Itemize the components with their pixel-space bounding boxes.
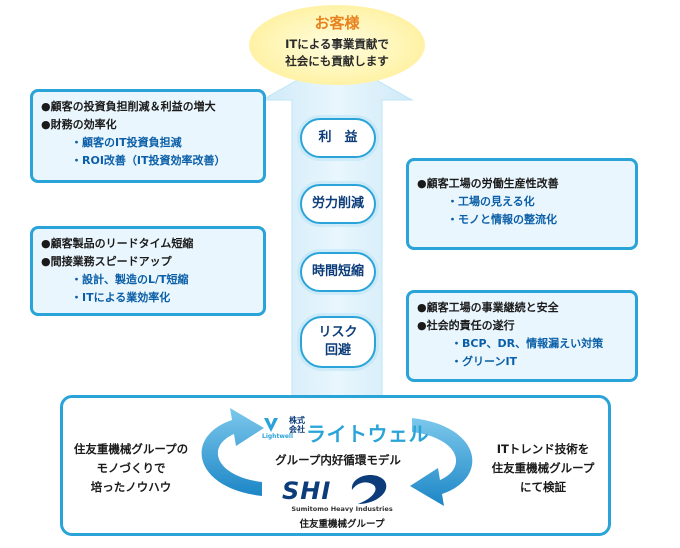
box-risk-main2: ●社会的責任の遂行	[417, 319, 515, 332]
pillar-profit-label: 利 益	[318, 130, 358, 145]
pillar-profit: 利 益	[300, 118, 376, 158]
left-cycle-arrow-front	[201, 408, 264, 496]
pillar-labor-label: 労力削減	[311, 196, 364, 211]
customer-subtitle: ITによる事業貢献で 社会にも貢献します	[262, 36, 412, 70]
box-risk-main1: ●顧客工場の事業継続と安全	[417, 301, 559, 314]
box-time: ●顧客製品のリードタイム短縮 ●間接業務スピードアップ ・設計、製造のL/T短縮…	[30, 226, 266, 316]
pillar-labor-reduction: 労力削減	[300, 184, 376, 224]
shi-japanese-name: 住友重機械グループ	[299, 519, 385, 530]
box-labor: ●顧客工場の労働生産性改善 ・工場の見える化 ・モノと情報の整流化	[406, 158, 638, 250]
box-risk: ●顧客工場の事業継続と安全 ●社会的責任の遂行 ・BCP、DR、情報漏えい対策 …	[406, 290, 638, 382]
customer-oval	[249, 5, 425, 85]
box-profit-main2: ●財務の効率化	[41, 118, 117, 131]
group-cycle-box	[60, 395, 611, 536]
left-knowhow-line2: モノづくりで	[96, 461, 166, 475]
lightwell-v-mark-front	[264, 418, 278, 432]
box-risk-sub1: ・BCP、DR、情報漏えい対策	[451, 337, 604, 350]
lightwell-logo: ライトウェル	[306, 422, 429, 446]
cycle-model-label: グループ内好循環モデル	[275, 453, 401, 467]
lightwell-mark-text: Lightwell	[262, 433, 294, 440]
box-time-sub1: ・設計、製造のL/T短縮	[71, 273, 189, 286]
box-labor-sub2: ・モノと情報の整流化	[447, 213, 557, 226]
right-verification-line3: にて検証	[520, 480, 566, 494]
shi-english-name: Sumitomo Heavy Industries	[291, 505, 393, 513]
box-profit: ●顧客の投資負担削減＆利益の増大 ●財務の効率化 ・顧客のIT投資負担減 ・RO…	[30, 89, 266, 183]
pillar-risk-avoidance: リスク 回避	[300, 316, 376, 368]
box-time-main1: ●顧客製品のリードタイム短縮	[41, 237, 194, 250]
box-profit-sub1: ・顧客のIT投資負担減	[71, 136, 182, 149]
box-profit-main1: ●顧客の投資負担削減＆利益の増大	[41, 100, 216, 113]
shi-swoosh-mark-front	[351, 475, 387, 504]
customer-subtitle-line2: 社会にも貢献します	[285, 54, 389, 68]
pillar-risk-label-line2: 回避	[324, 343, 351, 358]
box-time-sub2: ・ITによる業効率化	[71, 291, 171, 304]
box-labor-main1: ●顧客工場の労働生産性改善	[417, 177, 559, 190]
left-knowhow-text: 住友重機械グループの モノづくりで 培ったノウハウ	[66, 440, 196, 497]
box-risk-sub2: ・グリーンIT	[451, 355, 518, 368]
customer-title: お客様	[314, 14, 360, 32]
left-knowhow-line1: 住友重機械グループの	[73, 442, 189, 456]
right-verification-line2: 住友重機械グループ	[491, 461, 595, 475]
right-verification-text: ITトレンド技術を 住友重機械グループ にて検証	[478, 440, 608, 497]
right-verification-line1: ITトレンド技術を	[496, 442, 590, 456]
right-cycle-arrow-front	[410, 418, 473, 506]
customer-subtitle-line1: ITによる事業貢献で	[285, 37, 389, 51]
pillar-time-label: 時間短縮	[311, 264, 364, 279]
box-labor-sub1: ・工場の見える化	[447, 195, 535, 208]
pillar-time-reduction: 時間短縮	[300, 252, 376, 292]
left-knowhow-line3: 培ったノウハウ	[90, 480, 172, 494]
pillar-risk-label-line1: リスク	[318, 325, 358, 340]
lightwell-corp-label: 株式 会社	[289, 416, 305, 434]
shi-logo: SHI	[282, 477, 332, 505]
box-time-main2: ●間接業務スピードアップ	[41, 255, 172, 268]
box-profit-sub2: ・ROI改善（IT投資効率改善）	[71, 154, 226, 167]
